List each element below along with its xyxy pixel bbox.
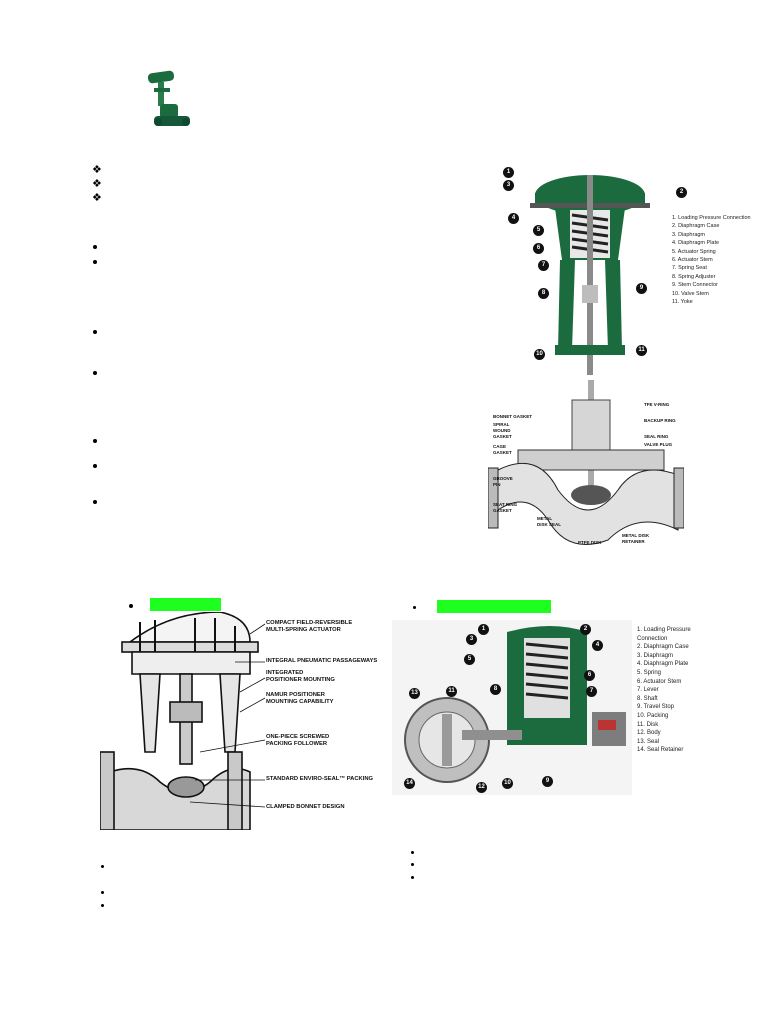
callout-label: INTEGRAL PNEUMATIC PASSAGEWAYS xyxy=(266,658,378,664)
diamond-bullet-icon: ❖ xyxy=(92,178,102,190)
bullet-icon xyxy=(93,500,97,504)
legend-item: 2. Diaphragm Case xyxy=(637,644,689,651)
legend-item: 13. Seal xyxy=(637,738,660,745)
legend-item: 2. Diaphragm Case xyxy=(672,223,720,230)
thumbnail-valve-image xyxy=(140,68,196,136)
bullet-icon xyxy=(93,464,97,468)
callout-label: ONE-PIECE SCREWED PACKING FOLLOWER xyxy=(266,734,330,747)
legend-item: 14. Seal Retainer xyxy=(637,747,684,754)
callout-label: SEAL RING xyxy=(644,434,669,439)
legend-item: 8. Shaft xyxy=(637,695,658,702)
callout-label: BONNET GASKET xyxy=(493,414,533,419)
callout-label: CAGE GASKET xyxy=(493,444,512,455)
bullet-icon xyxy=(93,371,97,375)
bullet-icon xyxy=(93,439,97,443)
bullet-icon xyxy=(101,904,104,907)
legend-item: 9. Stem Connector xyxy=(672,282,718,289)
number-marker: 9 xyxy=(636,283,647,294)
callout-label: STANDARD ENVIRO-SEAL™ PACKING xyxy=(266,776,374,782)
legend-item: 3. Diaphragm xyxy=(672,231,706,238)
bullet-icon xyxy=(411,876,414,879)
actuator-cutaway-diagram: 1 3 2 4 5 6 7 8 9 10 11 xyxy=(500,165,760,375)
legend-item: 5. Actuator Spring xyxy=(672,248,716,255)
valve-body-cutaway-diagram: BONNET GASKET SPIRAL WOUND GASKET CAGE G… xyxy=(487,380,685,550)
callout-label: PTFE DISK xyxy=(578,540,602,545)
legend-item: 9. Travel Stop xyxy=(637,704,675,711)
legend-item: 8. Spring Adjuster xyxy=(672,273,716,280)
rotary-valve-diagram: 1 2 3 4 5 6 7 8 9 10 11 12 13 14 xyxy=(392,620,632,795)
callout-label: METAL DISK RETAINER xyxy=(622,533,650,544)
legend-item: 3. Diaphragm xyxy=(637,652,674,659)
number-marker: 6 xyxy=(533,243,544,254)
number-marker: 14 xyxy=(404,778,415,789)
number-marker: 3 xyxy=(466,634,477,645)
number-marker: 7 xyxy=(586,686,597,697)
number-marker: 11 xyxy=(636,345,647,356)
number-marker: 5 xyxy=(533,225,544,236)
highlight-bar xyxy=(150,598,221,611)
sliding-stem-valve-diagram: COMPACT FIELD-REVERSIBLE MULTI-SPRING AC… xyxy=(99,611,377,831)
diamond-bullet-icon: ❖ xyxy=(92,192,102,204)
number-marker: 8 xyxy=(538,288,549,299)
diamond-bullet-icon: ❖ xyxy=(92,164,102,176)
legend-item: 10. Valve Stem xyxy=(672,290,709,297)
bullet-icon xyxy=(93,330,97,334)
valve-body-callouts-left: BONNET GASKET SPIRAL WOUND GASKET CAGE G… xyxy=(493,414,563,528)
actuator-parts-legend: 1. Loading Pressure Connection 2. Diaphr… xyxy=(672,214,751,306)
bullet-icon xyxy=(93,245,97,249)
number-marker: 3 xyxy=(503,180,514,191)
number-marker: 4 xyxy=(592,640,603,651)
number-marker: 9 xyxy=(542,776,553,787)
legend-item: 6. Actuator Stem xyxy=(637,678,682,685)
legend-item: 5. Spring xyxy=(637,669,662,676)
callout-label: METAL DISK SEAL xyxy=(537,516,562,527)
legend-item: 11. Disk xyxy=(637,721,659,728)
number-marker: 2 xyxy=(676,187,687,198)
bullet-icon xyxy=(101,865,104,868)
number-marker: 10 xyxy=(534,349,545,360)
bullet-icon xyxy=(411,863,414,866)
legend-item: 6. Actuator Stem xyxy=(672,257,713,264)
number-marker: 6 xyxy=(584,670,595,681)
callout-label: COMPACT FIELD-REVERSIBLE MULTI-SPRING AC… xyxy=(266,620,353,633)
callout-label: VALVE PLUG xyxy=(644,442,673,447)
callout-label: CLAMPED BONNET DESIGN xyxy=(266,804,345,810)
highlight-bar xyxy=(437,600,551,613)
legend-item: 4. Diaphragm Plate xyxy=(672,240,720,247)
valve-body-callouts-right: TFE V-RING BACKUP RING SEAL RING VALVE P… xyxy=(644,402,676,448)
number-marker: 7 xyxy=(538,260,549,271)
bullet-icon xyxy=(411,851,414,854)
rotary-parts-legend: 1. Loading Pressure Connection 2. Diaphr… xyxy=(637,626,721,755)
number-marker: 5 xyxy=(464,654,475,665)
callout-label: BACKUP RING xyxy=(644,418,676,423)
callout-label: SPIRAL WOUND GASKET xyxy=(493,422,512,439)
callout-label: SEAT RING GASKET xyxy=(493,502,518,513)
legend-item: 7. Lever xyxy=(637,687,659,694)
callout-label: GROOVE PIN xyxy=(493,476,513,487)
legend-item: 1. Loading Pressure Connection xyxy=(637,627,691,642)
legend-item: 10. Packing xyxy=(637,712,669,719)
bullet-icon xyxy=(129,604,133,608)
number-marker: 11 xyxy=(446,686,457,697)
callout-label: NAMUR POSITIONER MOUNTING CAPABILITY xyxy=(266,692,334,705)
bullet-icon xyxy=(93,260,97,264)
callout-label: INTEGRATED POSITIONER MOUNTING xyxy=(266,670,335,683)
number-marker: 2 xyxy=(580,624,591,635)
bullet-icon xyxy=(101,891,104,894)
legend-item: 1. Loading Pressure Connection xyxy=(672,215,751,221)
number-marker: 8 xyxy=(490,684,501,695)
number-marker: 1 xyxy=(478,624,489,635)
number-marker: 12 xyxy=(476,782,487,793)
number-marker: 13 xyxy=(409,688,420,699)
legend-item: 11. Yoke xyxy=(672,299,693,306)
callout-label: TFE V-RING xyxy=(644,402,670,407)
bullet-icon xyxy=(413,606,416,609)
legend-item: 7. Spring Seat xyxy=(672,265,707,272)
legend-item: 4. Diaphragm Plate xyxy=(637,661,689,668)
number-marker: 10 xyxy=(502,778,513,789)
number-marker: 4 xyxy=(508,213,519,224)
number-marker: 1 xyxy=(503,167,514,178)
legend-item: 12. Body xyxy=(637,730,661,737)
